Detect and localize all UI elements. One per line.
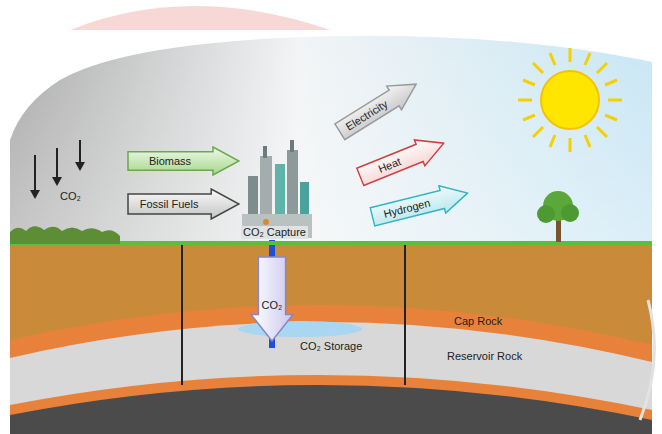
reservoir-rock-band: [10, 322, 652, 434]
diagram-label: Reservoir Rock: [445, 350, 524, 363]
basement-rock: [10, 385, 652, 434]
cap-rock-band: [10, 305, 652, 434]
power-plant: [242, 140, 312, 238]
arrow-label: CO₂: [262, 299, 283, 311]
arrow-label: Fossil Fuels: [140, 198, 199, 210]
well-line: [404, 244, 406, 385]
sky-cloud: [10, 30, 652, 140]
arrow-text-area: Fossil Fuels: [127, 194, 211, 214]
arrow-text-area: Biomass: [127, 152, 213, 171]
arrow-label: Biomass: [149, 155, 191, 167]
tree-crown: [537, 205, 555, 223]
well-line: [181, 244, 183, 385]
arrow-shape: [128, 189, 239, 219]
diagram-label: CO₂ Storage: [298, 340, 364, 353]
diagram-label: Cap Rock: [452, 315, 504, 328]
arrow-shape: [355, 130, 449, 190]
co2-injection-arrow: CO₂: [250, 256, 294, 342]
lower-rock-band: [10, 375, 652, 434]
earth: [10, 244, 652, 434]
co2-storage-pool: [238, 321, 362, 337]
diagram-label: CO₂ Capture: [241, 226, 308, 239]
tree-crown: [561, 204, 579, 222]
watermark-arc: [640, 300, 654, 420]
sun-disc: [541, 71, 599, 129]
sun: [518, 48, 622, 152]
watermark-shape: [70, 6, 330, 30]
flow-arrow: Biomass: [127, 146, 240, 176]
arrow-shape: [251, 257, 293, 341]
grass: [10, 226, 120, 244]
arrow-shape: [369, 180, 471, 231]
sky: [10, 30, 652, 244]
sky-shade: [10, 30, 652, 244]
diagram-label: CO₂: [58, 190, 83, 203]
arrow-label: Hydrogen: [382, 197, 431, 220]
arrow-shape: [128, 147, 239, 175]
arrow-text-area: CO₂: [258, 297, 285, 312]
arrow-shape: [332, 72, 423, 143]
flow-arrow: Fossil Fuels: [127, 188, 240, 220]
